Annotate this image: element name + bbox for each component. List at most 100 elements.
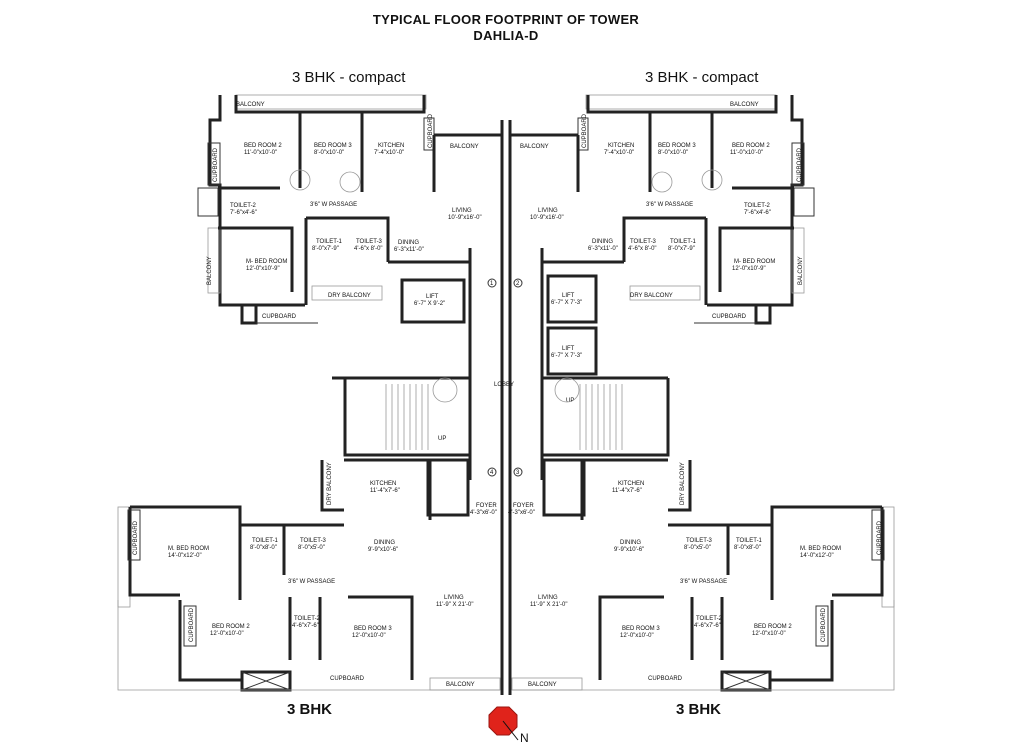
page-title: TYPICAL FLOOR FOOTPRINT OF TOWER bbox=[372, 12, 640, 27]
br-kitchen-size: 11'-4"x7'-6" bbox=[612, 488, 642, 494]
br-foyer-size: 4'-3"x6'-0" bbox=[508, 510, 535, 516]
br-cupboard-bed2: CUPBOARD bbox=[821, 607, 827, 642]
tr-bed3-name: BED ROOM 3 bbox=[658, 143, 696, 149]
tl-toilet3-name: TOILET-3 bbox=[356, 239, 383, 245]
bl-bed2-size: 12'-0"x10'-0" bbox=[210, 631, 244, 637]
tr-toilet2-size: 7'-6"x4'-6" bbox=[744, 210, 771, 216]
lift-c-size: 6'-7" X 7'-3" bbox=[551, 353, 582, 359]
bl-foyer-name: FOYER bbox=[476, 503, 497, 509]
tr-kitchen-name: KITCHEN bbox=[608, 143, 634, 149]
tr-bed3-size: 8'-0"x10'-0" bbox=[658, 150, 688, 156]
br-kitchen-name: KITCHEN bbox=[618, 481, 644, 487]
tr-dining-size: 6'-3"x11'-0" bbox=[588, 246, 618, 252]
unit-title-bottom-right: 3 BHK bbox=[676, 701, 722, 718]
tr-bed2-name: BED ROOM 2 bbox=[732, 143, 770, 149]
br-cupboard-right: CUPBOARD bbox=[877, 520, 883, 555]
br-cupboard-bottom: CUPBOARD bbox=[648, 676, 683, 682]
bl-foyer-size: 4'-3"x6'-0" bbox=[470, 510, 497, 516]
tr-balcony-kitchen: BALCONY bbox=[520, 144, 549, 150]
br-toilet1-name: TOILET-1 bbox=[736, 538, 763, 544]
lift-a-name: LIFT bbox=[426, 294, 439, 300]
bl-toilet1-name: TOILET-1 bbox=[252, 538, 279, 544]
tl-cupboard-bottom: CUPBOARD bbox=[262, 314, 297, 320]
br-toilet2-size: 4'-6"x7'-6" bbox=[694, 623, 721, 629]
bl-mbed-name: M. BED ROOM bbox=[168, 546, 209, 552]
tl-bed3-size: 8'-0"x10'-0" bbox=[314, 150, 344, 156]
tl-toilet2-name: TOILET-2 bbox=[230, 203, 257, 209]
north-compass-icon: N bbox=[488, 706, 529, 745]
bl-toilet1-size: 8'-0"x8'-0" bbox=[250, 545, 277, 551]
br-bed2-size: 12'-0"x10'-0" bbox=[752, 631, 786, 637]
tr-balcony-right: BALCONY bbox=[798, 256, 804, 285]
br-dry-balcony: DRY BALCONY bbox=[680, 462, 686, 505]
tr-dry-balcony: DRY BALCONY bbox=[630, 293, 673, 299]
bl-cupboard-left: CUPBOARD bbox=[133, 520, 139, 555]
tl-bed2-size: 11'-0"x10'-0" bbox=[244, 150, 277, 156]
unit-title-top-right: 3 BHK - compact bbox=[645, 69, 759, 86]
bl-toilet3-name: TOILET-3 bbox=[300, 538, 327, 544]
north-label: N bbox=[520, 731, 529, 745]
lift-c-name: LIFT bbox=[562, 346, 575, 352]
bl-kitchen-size: 11'-4"x7'-6" bbox=[370, 488, 400, 494]
bl-cupboard-bed2: CUPBOARD bbox=[189, 607, 195, 642]
tr-balcony-top: BALCONY bbox=[730, 102, 759, 108]
stair-up-left: UP bbox=[438, 436, 446, 442]
lift-a-size: 6'-7" X 9'-2" bbox=[414, 301, 445, 307]
br-bed3-size: 12'-0"x10'-0" bbox=[620, 633, 654, 639]
tr-toilet2-name: TOILET-2 bbox=[744, 203, 771, 209]
tl-bed3-name: BED ROOM 3 bbox=[314, 143, 352, 149]
tr-mbed-size: 12'-0"x10'-9" bbox=[732, 266, 766, 272]
unit-title-bottom-left: 3 BHK bbox=[287, 701, 333, 718]
tl-passage: 3'6" W PASSAGE bbox=[310, 202, 357, 208]
tl-kitchen-size: 7'-4"x10'-0" bbox=[374, 150, 404, 156]
tr-cupboard-kitchen: CUPBOARD bbox=[582, 113, 588, 148]
tl-dining-name: DINING bbox=[398, 240, 419, 246]
tr-toilet3-size: 4'-6"x 8'-0" bbox=[628, 246, 657, 252]
bl-living-size: 11'-9" X 21'-0" bbox=[436, 602, 473, 608]
tl-mbed-name: M- BED ROOM bbox=[246, 259, 287, 265]
tl-toilet3-size: 4'-6"x 8'-0" bbox=[354, 246, 383, 252]
tl-toilet2-size: 7'-6"x4'-6" bbox=[230, 210, 257, 216]
br-dining-name: DINING bbox=[620, 540, 641, 546]
br-toilet1-size: 8'-0"x8'-0" bbox=[734, 545, 761, 551]
unit-top-right: BALCONY BALCONY CUPBOARD KITCHEN 7'-4"x1… bbox=[510, 94, 815, 325]
tr-kitchen-size: 7'-4"x10'-0" bbox=[604, 150, 634, 156]
core: 1 2 4 3 LIFT 6'-7" X 9'-2" LIFT 6'-7" X … bbox=[332, 120, 670, 695]
bl-balcony: BALCONY bbox=[446, 682, 475, 688]
br-passage: 3'6" W PASSAGE bbox=[680, 579, 727, 585]
tr-passage: 3'6" W PASSAGE bbox=[646, 202, 693, 208]
bl-bed3-size: 12'-0"x10'-0" bbox=[352, 633, 386, 639]
tr-toilet3-name: TOILET-3 bbox=[630, 239, 657, 245]
br-living-name: LIVING bbox=[538, 595, 558, 601]
tl-dining-size: 6'-3"x11'-0" bbox=[394, 247, 424, 253]
bl-toilet3-size: 8'-0"x5'-0" bbox=[298, 545, 325, 551]
stair-up-right: UP bbox=[566, 398, 574, 404]
lift-b-name: LIFT bbox=[562, 293, 575, 299]
br-toilet3-size: 8'-0"x5'-0" bbox=[684, 545, 711, 551]
bl-mbed-size: 14'-0"x12'-0" bbox=[168, 553, 202, 559]
bl-living-name: LIVING bbox=[444, 595, 464, 601]
br-mbed-size: 14'-0"x12'-0" bbox=[800, 553, 834, 559]
tl-living-size: 10'-9"x16'-0" bbox=[448, 215, 482, 221]
bl-passage: 3'6" W PASSAGE bbox=[288, 579, 335, 585]
tl-bed2-name: BED ROOM 2 bbox=[244, 143, 282, 149]
tr-living-size: 10'-9"x16'-0" bbox=[530, 215, 564, 221]
tl-balcony-top: BALCONY bbox=[236, 102, 265, 108]
tr-cupboard-right: CUPBOARD bbox=[797, 147, 803, 182]
br-balcony: BALCONY bbox=[528, 682, 557, 688]
unit-top-left: BALCONY BED ROOM 2 11'-0"x10'-0" BED ROO… bbox=[197, 94, 502, 325]
tr-cupboard-bottom: CUPBOARD bbox=[712, 314, 747, 320]
br-toilet2-name: TOILET-2 bbox=[696, 616, 723, 622]
bl-dining-name: DINING bbox=[374, 540, 395, 546]
tr-toilet1-size: 8'-0"x7'-9" bbox=[668, 246, 695, 252]
br-toilet3-name: TOILET-3 bbox=[686, 538, 713, 544]
tr-living-name: LIVING bbox=[538, 208, 558, 214]
br-foyer-name: FOYER bbox=[513, 503, 534, 509]
tl-toilet1-name: TOILET-1 bbox=[316, 239, 343, 245]
flat-number-3: 3 bbox=[516, 470, 520, 476]
bl-kitchen-name: KITCHEN bbox=[370, 481, 396, 487]
tl-toilet1-size: 8'-0"x7'-9" bbox=[312, 246, 339, 252]
tl-balcony-kitchen: BALCONY bbox=[450, 144, 479, 150]
br-bed3-name: BED ROOM 3 bbox=[622, 626, 660, 632]
